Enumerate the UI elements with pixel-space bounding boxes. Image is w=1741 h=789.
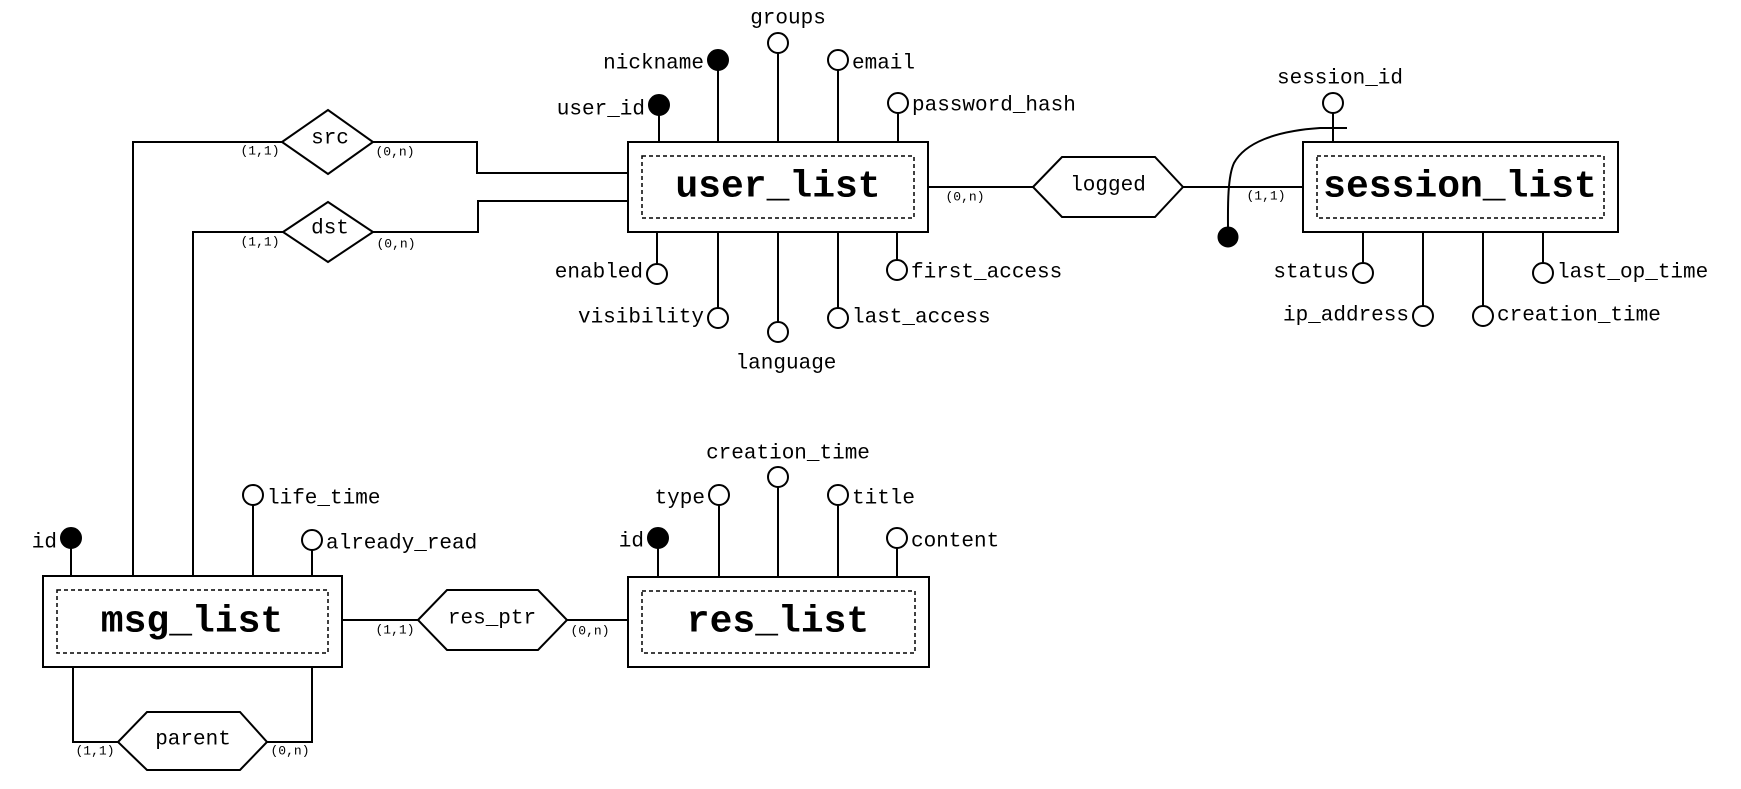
attribute-circle-last-access <box>827 307 849 329</box>
cardinality-res-ptr-left: (1,1) <box>375 623 414 638</box>
attribute-label-already-read: already_read <box>326 533 477 556</box>
relationship-label-src: src <box>311 128 349 151</box>
entity-name-user-list: user_list <box>675 166 880 209</box>
relationship-label-logged: logged <box>1070 175 1146 198</box>
attribute-label-creation-time-session: creation_time <box>1497 305 1661 328</box>
relationship-hexagon-parent <box>116 711 269 771</box>
entity-box-user-list <box>627 141 929 233</box>
attribute-circle-groups <box>767 32 789 54</box>
entity-box-msg-list <box>42 575 343 668</box>
attribute-label-user-id: user_id <box>557 99 645 122</box>
attribute-circle-user-id <box>648 94 670 116</box>
entity-inner-box-res-list <box>641 590 916 654</box>
attribute-circle-session-id <box>1322 92 1344 114</box>
entity-msg-list: msg_list id life_time already_read <box>32 484 477 668</box>
relationship-hexagon-res-ptr <box>416 589 569 651</box>
connector-src-user-list <box>373 141 628 174</box>
relationship-label-dst: dst <box>311 218 349 241</box>
cardinality-logged-left: (0,n) <box>945 190 984 205</box>
attribute-circle-nickname <box>707 49 729 71</box>
attribute-label-res-id: id <box>619 531 644 554</box>
cardinality-dst-right: (0,n) <box>376 237 415 252</box>
relationship-label-parent: parent <box>155 729 231 752</box>
entity-box-res-list <box>627 576 930 668</box>
attribute-circle-language <box>767 321 789 343</box>
relationship-res-ptr: res_ptr (1,1) (0,n) <box>375 589 610 651</box>
attribute-circle-creation-time-session <box>1472 305 1494 327</box>
attribute-circle-ip-address <box>1412 305 1434 327</box>
attribute-circle-life-time <box>242 484 264 506</box>
entity-inner-box-user-list <box>641 155 915 219</box>
attribute-label-language: language <box>736 353 837 376</box>
attribute-label-enabled: enabled <box>555 262 643 285</box>
connector-src-msg-list <box>132 141 282 576</box>
cardinality-src-right: (0,n) <box>375 145 414 160</box>
attribute-circle-already-read <box>301 529 323 551</box>
attribute-circle-enabled <box>646 263 668 285</box>
attribute-circle-first-access <box>886 259 908 281</box>
connector-parent-left <box>72 667 118 743</box>
attribute-label-first-access: first_access <box>911 262 1062 285</box>
relationship-logged: logged (0,n) (1,1) <box>945 156 1286 218</box>
external-identifier-curve <box>1226 127 1347 229</box>
entity-res-list: res_list id type creation_time title con… <box>619 443 999 668</box>
external-identifier <box>1217 127 1347 248</box>
attribute-label-visibility: visibility <box>578 307 704 330</box>
entity-name-session-list: session_list <box>1323 166 1597 209</box>
cardinality-parent-right: (0,n) <box>270 744 309 759</box>
attribute-label-creation-time-res: creation_time <box>706 443 870 466</box>
cardinality-dst-left: (1,1) <box>240 235 279 250</box>
attribute-label-status: status <box>1273 262 1349 285</box>
relationship-diamond-dst <box>281 200 375 264</box>
attribute-circle-status <box>1352 262 1374 284</box>
attribute-label-life-time: life_time <box>267 488 380 511</box>
entity-inner-box-msg-list <box>56 589 329 654</box>
attribute-circle-creation-time-res <box>767 466 789 488</box>
cardinality-logged-right: (1,1) <box>1246 189 1285 204</box>
entity-name-msg-list: msg_list <box>101 601 283 644</box>
attribute-circle-msg-id <box>60 527 82 549</box>
entity-box-session-list <box>1302 141 1619 233</box>
attribute-circle-email <box>827 49 849 71</box>
connector-parent-right <box>267 667 313 743</box>
entity-user-list: user_list user_id nickname groups email … <box>555 8 1076 376</box>
relationship-src: src (1,1) (0,n) <box>240 108 415 176</box>
relationship-parent: parent (1,1) (0,n) <box>75 711 310 771</box>
attribute-label-password-hash: password_hash <box>912 95 1076 118</box>
attribute-circle-type <box>708 484 730 506</box>
attribute-circle-password-hash <box>887 92 909 114</box>
connector-dst-user-list <box>373 200 628 233</box>
entity-session-list: session_list session_id status ip_addres… <box>1273 68 1708 328</box>
attribute-label-last-op-time: last_op_time <box>1557 262 1708 285</box>
attribute-label-ip-address: ip_address <box>1283 305 1409 328</box>
relationship-label-res-ptr: res_ptr <box>448 608 536 631</box>
relationship-hexagon-logged <box>1031 156 1185 218</box>
attribute-label-title: title <box>852 488 915 511</box>
attribute-label-type: type <box>655 488 705 511</box>
relationship-diamond-src <box>280 108 375 176</box>
attribute-circle-visibility <box>707 307 729 329</box>
attribute-circle-content <box>886 527 908 549</box>
external-identifier-dot <box>1217 226 1239 248</box>
attribute-label-email: email <box>852 53 915 76</box>
cardinality-parent-left: (1,1) <box>75 744 114 759</box>
attribute-circle-res-id <box>647 527 669 549</box>
cardinality-src-left: (1,1) <box>240 144 279 159</box>
attribute-label-session-id: session_id <box>1277 68 1403 91</box>
attribute-label-content: content <box>911 531 999 554</box>
cardinality-res-ptr-right: (0,n) <box>570 624 609 639</box>
connectors <box>72 141 1303 743</box>
attribute-circle-title <box>827 484 849 506</box>
attribute-label-groups: groups <box>750 8 826 31</box>
relationship-dst: dst (1,1) (0,n) <box>240 200 416 264</box>
attribute-circle-last-op-time <box>1532 262 1554 284</box>
attribute-label-last-access: last_access <box>852 307 991 330</box>
attribute-label-nickname: nickname <box>603 53 704 76</box>
attribute-label-msg-id: id <box>32 532 57 555</box>
entity-name-res-list: res_list <box>687 601 869 644</box>
entity-inner-box-session-list <box>1316 155 1605 219</box>
connector-dst-msg-list <box>192 231 283 576</box>
